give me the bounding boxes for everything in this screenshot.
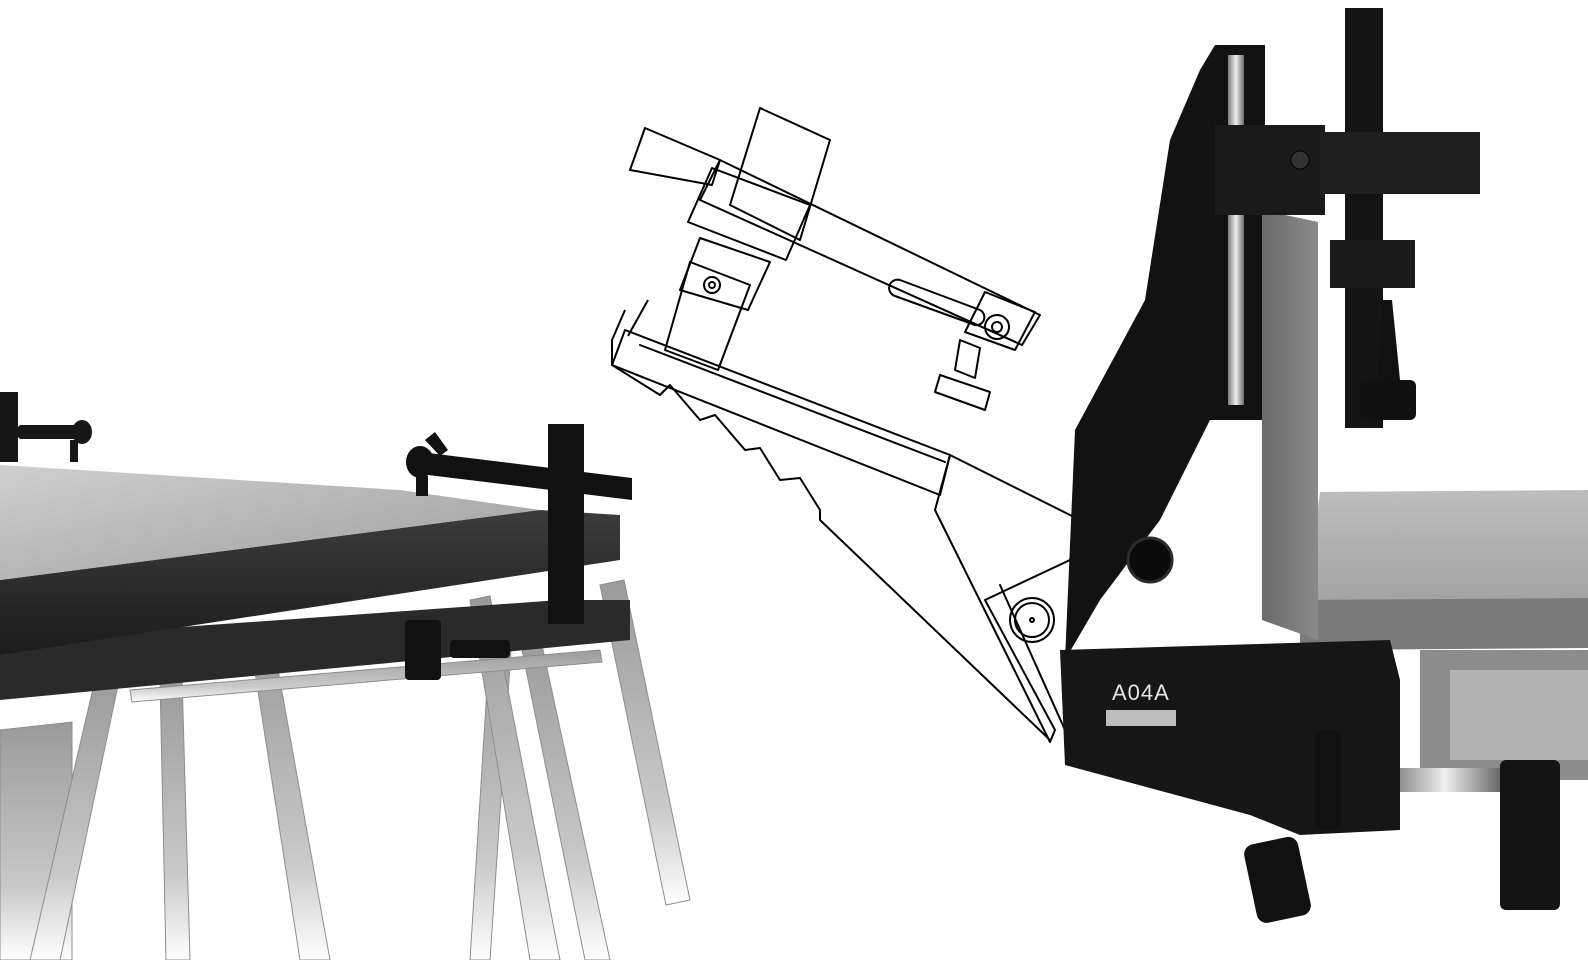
model-plate-blank bbox=[1106, 710, 1176, 726]
granite-table-on-stand bbox=[0, 392, 691, 960]
granite-square-block bbox=[1262, 210, 1318, 640]
machine-assembly: A04A bbox=[1060, 8, 1588, 923]
right-granite-edge bbox=[1300, 598, 1588, 650]
folding-steel-legs bbox=[0, 579, 691, 960]
technical-line-drawing bbox=[611, 107, 1081, 743]
guide-rod-horizontal bbox=[1390, 768, 1500, 792]
table-clamp-right bbox=[405, 424, 632, 680]
upper-vertical-bar bbox=[1345, 8, 1383, 428]
upper-cross-bar bbox=[1320, 132, 1480, 194]
right-support-panel bbox=[1450, 670, 1588, 760]
model-label: A04A bbox=[1112, 680, 1170, 705]
base-lever bbox=[1315, 730, 1341, 830]
granite-table-surface bbox=[0, 465, 540, 580]
upper-lever bbox=[1378, 300, 1400, 380]
vertical-guide-rod bbox=[1228, 55, 1244, 405]
granite-table-edge bbox=[0, 510, 620, 655]
upper-clamp-block bbox=[1330, 240, 1415, 288]
right-clamp-handle bbox=[1500, 760, 1560, 910]
round-knob-icon bbox=[1126, 536, 1174, 584]
carriage-screw-icon bbox=[1290, 150, 1310, 170]
table-underframe bbox=[0, 600, 630, 700]
machine-base-housing bbox=[1060, 640, 1400, 835]
carriage-head bbox=[1215, 125, 1325, 215]
table-clamp-left bbox=[0, 392, 92, 462]
base-handle bbox=[1244, 836, 1311, 923]
upper-lock-knob bbox=[1360, 380, 1416, 420]
